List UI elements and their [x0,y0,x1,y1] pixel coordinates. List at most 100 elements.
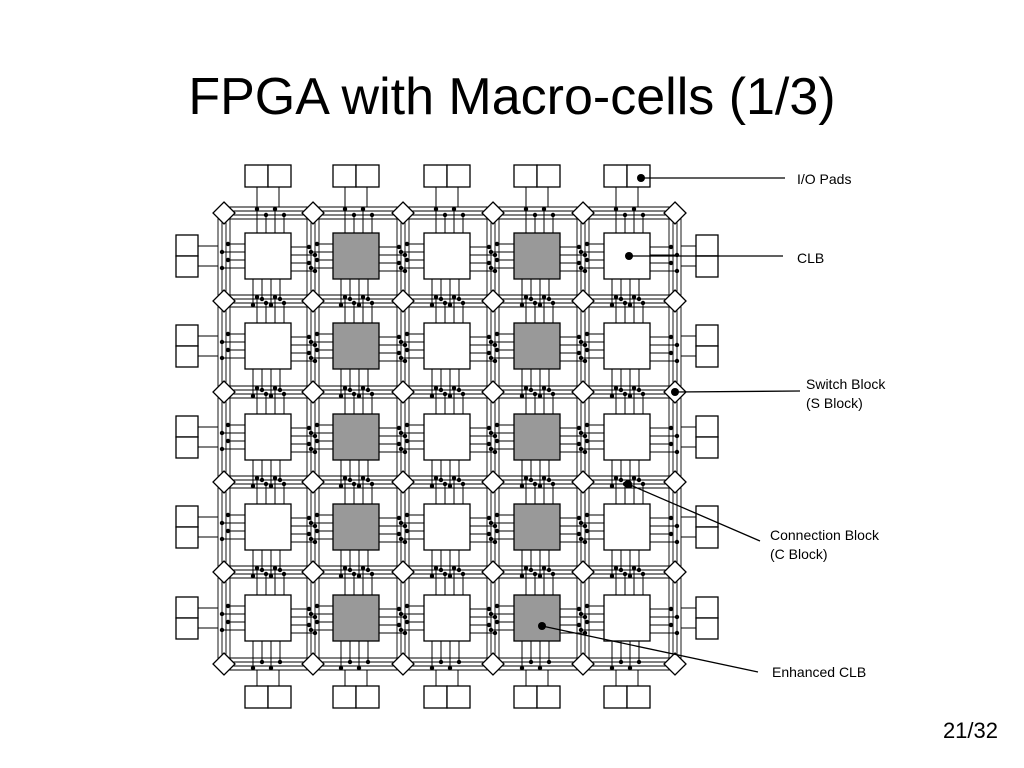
connection-block-switch [402,539,408,545]
connection-block-switch [263,212,269,218]
connection-block-switch [281,212,287,218]
connection-block-switch [219,265,225,271]
connection-block-switch [268,665,274,671]
connection-block-switch [398,355,404,361]
connection-block-switch [668,622,674,628]
connection-block-switch [636,567,642,573]
connection-block-switch [259,567,265,573]
connection-block-switch [582,358,588,364]
connection-block-switch [668,350,674,356]
connection-block-switch [488,265,494,271]
connection-block-switch [360,385,366,391]
connection-block-switch [528,296,534,302]
connection-block-switch [402,523,408,529]
connection-block-switch [674,268,680,274]
connection-block-switch [347,477,353,483]
connection-block-switch [314,512,320,518]
connection-block-switch [541,206,547,212]
io-pad-bottom [626,685,651,709]
connection-block-switch [492,523,498,529]
connection-block-switch [365,387,371,393]
io-pad-top [244,164,269,188]
connection-block-switch [447,665,453,671]
enhanced-clb [513,503,561,551]
connection-block-switch [523,294,529,300]
connection-block-switch [584,257,590,263]
io-pad-left [175,345,199,368]
io-pad-bottom [355,685,380,709]
connection-block-switch [225,438,231,444]
connection-block-switch [369,571,375,577]
connection-block-switch [338,665,344,671]
io-pad-left [175,505,199,528]
connection-block-switch [494,438,500,444]
io-pad-bottom [244,685,269,709]
switch-block [571,380,595,404]
connection-block-switch [550,391,556,397]
io-pad-right [695,415,719,438]
connection-block-switch [636,659,642,665]
connection-block-switch [396,622,402,628]
connection-block-switch [225,331,231,337]
connection-block-switch [668,441,674,447]
connection-block-switch [576,425,582,431]
switch-block [571,560,595,584]
connection-block-switch [584,619,590,625]
switch-block [571,201,595,225]
enhanced-clb [513,594,561,642]
connection-block-switch [576,515,582,521]
connection-block-switch [225,619,231,625]
connection-block-switch [398,520,404,526]
connection-block-switch [488,611,494,617]
connection-block-switch [396,606,402,612]
io-pad-right [695,436,719,459]
connection-block-switch [636,296,642,302]
switch-block-label-line2: (S Block) [806,395,863,411]
connection-block-switch [523,565,529,571]
connection-block-switch [338,302,344,308]
connection-block-switch [546,567,552,573]
connection-block-switch [618,387,624,393]
connection-block-switch [519,483,525,489]
connection-block-switch [219,339,225,345]
connection-block-switch [312,614,318,620]
connection-block-switch [519,665,525,671]
connection-block-switch [488,446,494,452]
connection-block-switch [532,481,538,487]
connection-block-switch [404,512,410,518]
switch-block [571,470,595,494]
clb-label: CLB [797,250,825,266]
connection-block-switch [272,206,278,212]
connection-block-switch [314,422,320,428]
connection-block-switch [447,393,453,399]
connection-block-switch [618,477,624,483]
connection-block-switch [312,630,318,636]
io-pad-top [332,164,357,188]
connection-block-switch [225,241,231,247]
connection-block-switch [347,659,353,665]
connection-block-switch [398,536,404,542]
connection-block-switch [351,571,357,577]
connection-block-switch [402,252,408,258]
connection-block-switch [433,294,439,300]
switch-block [571,652,595,676]
connection-block-switch [402,630,408,636]
connection-block-switch [576,441,582,447]
enhanced-clb [332,594,380,642]
connection-block-switch [365,296,371,302]
connection-block-switch [668,515,674,521]
connection-block-switch [306,260,312,266]
connection-block-switch [451,475,457,481]
io-pad-left [175,234,199,257]
connection-block-switch [622,212,628,218]
switch-block [481,201,505,225]
connection-block-switch [578,265,584,271]
connection-block-switch [486,425,492,431]
io-pads [175,164,719,709]
connection-block-switch [486,260,492,266]
connection-block-switch [442,212,448,218]
io-pad-left [175,617,199,640]
connection-block-switch [578,249,584,255]
connection-block-switch [631,565,637,571]
connection-block-switch [259,659,265,665]
